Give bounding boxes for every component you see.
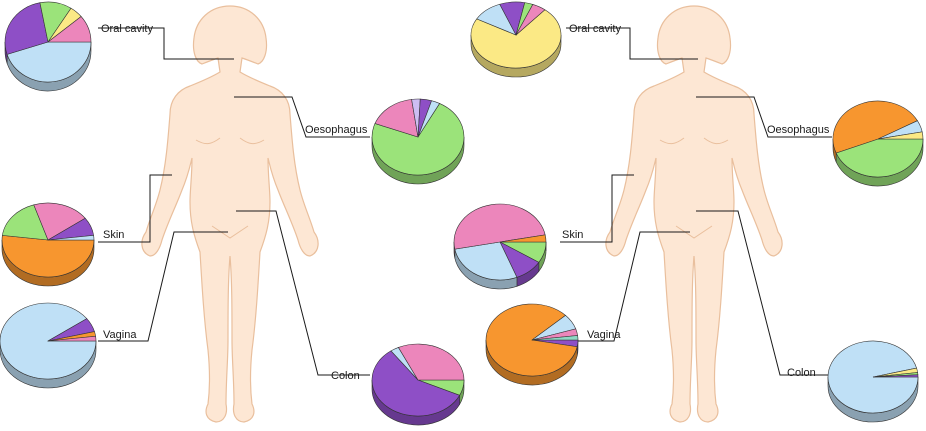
pie-vagina (485, 303, 579, 386)
svg-text:Colon: Colon (787, 367, 816, 379)
pie-slice-pink (397, 343, 465, 381)
site-label-colon: Colon (331, 370, 360, 382)
pie-slice-pink (374, 99, 419, 138)
pie-slice-yellow (470, 9, 562, 69)
pie-slice-yellow (877, 131, 924, 140)
site-label-oral-cavity: Oral cavity (101, 23, 153, 35)
pie-slice-green (371, 103, 465, 176)
site-label-oesophagus: Oesophagus (767, 124, 830, 136)
svg-text:Oral cavity: Oral cavity (101, 23, 153, 35)
svg-text:Colon: Colon (331, 370, 360, 382)
svg-text:Oesophagus: Oesophagus (767, 124, 830, 136)
female-body-figure (605, 5, 783, 423)
pie-colon (371, 343, 465, 426)
svg-text:Vagina: Vagina (587, 329, 621, 341)
pie-slice-pink (33, 202, 86, 241)
pie-oesophagus (832, 100, 924, 187)
leader-lines (98, 27, 370, 376)
pie-slice-green (835, 138, 924, 178)
svg-text:Skin: Skin (103, 229, 124, 241)
site-label-skin: Skin (103, 229, 124, 241)
pie-colon (827, 340, 919, 423)
pie-slice-orange (485, 303, 578, 377)
pie-oesophagus (371, 98, 465, 185)
panel-right: Oral cavity Oesophagus Skin Vagina Colon (453, 1, 924, 423)
leader-lines (560, 27, 832, 376)
pie-skin (453, 203, 547, 290)
pie-slice-light_blue (6, 41, 92, 83)
pie-slice-purple (872, 374, 919, 378)
pie-slice-green (2, 204, 49, 241)
site-label-vagina: Vagina (103, 329, 137, 341)
site-label-colon: Colon (787, 367, 816, 379)
pie-vagina (0, 302, 97, 389)
site-label-oral-cavity: Oral cavity (569, 23, 621, 35)
pie-slice-teal (531, 335, 579, 341)
pie-slice-orange (1, 235, 95, 278)
svg-text:Vagina: Vagina (103, 329, 137, 341)
site-label-oesophagus: Oesophagus (305, 124, 368, 136)
svg-text:Skin: Skin (562, 229, 583, 241)
site-label-vagina: Vagina (587, 329, 621, 341)
pie-slice-orange (832, 100, 918, 154)
pie-oral-cavity (4, 1, 92, 92)
pie-slice-pink (515, 4, 546, 36)
pie-skin (1, 202, 95, 287)
female-body-figure (141, 5, 319, 423)
body-detail-lines (659, 137, 729, 239)
site-label-skin: Skin (562, 229, 583, 241)
pie-slice-purple (371, 350, 461, 417)
body-detail-lines (195, 137, 265, 239)
pie-slice-pink (47, 16, 92, 43)
pie-slice-light_blue (47, 235, 95, 241)
pie-slice-light_blue (454, 241, 518, 281)
pie-oral-cavity (470, 1, 562, 78)
pie-slice-light_blue (417, 100, 441, 138)
pie-slice-purple (4, 2, 49, 55)
svg-text:Oesophagus: Oesophagus (305, 124, 368, 136)
svg-text:Oral cavity: Oral cavity (569, 23, 621, 35)
pie-slice-pink (47, 335, 97, 342)
pie-slice-pink (453, 203, 546, 250)
pie-slice-orange (499, 234, 547, 243)
panel-left: Oral cavity Oesophagus Skin Vagina Colon (0, 1, 465, 426)
